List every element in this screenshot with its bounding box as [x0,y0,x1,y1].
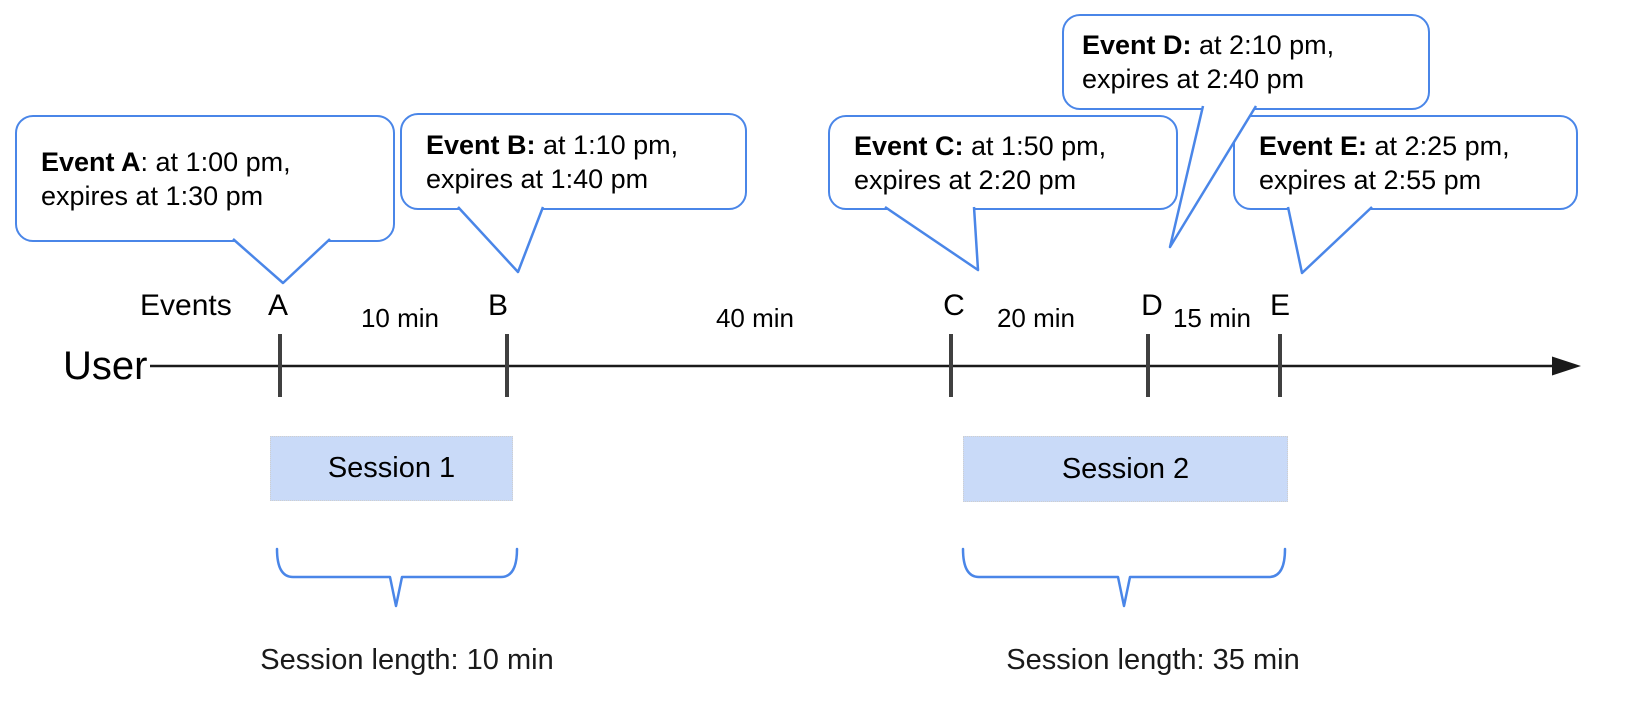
bubble-event-a-line2: expires at 1:30 pm [41,180,264,211]
bubble-event-b-line1: Event B: at 1:10 pm, [426,129,679,160]
bubble-event-c-line1: Event C: at 1:50 pm, [854,130,1107,161]
session-2-label: Session 2 [1061,452,1190,485]
gap-label-de: 15 min [1172,303,1252,333]
brace-session-1 [275,547,519,608]
bubble-event-a-pointer [232,238,331,285]
brace-session-2 [961,547,1287,608]
session-1-label: Session 1 [327,452,456,484]
bubble-event-e-pointer [1286,206,1373,275]
session-2-length-label: Session length: 35 min [1006,644,1300,676]
event-mark-d: D [1141,289,1163,322]
bubble-event-e-name: Event E: [1259,130,1368,161]
bubble-event-b-name: Event B: [426,129,536,160]
bubble-event-a-name: Event A [41,146,141,177]
event-mark-a: A [267,289,289,322]
gap-label-ab: 10 min [360,303,440,333]
bubble-event-b-pointer [457,206,545,274]
event-mark-b: B [487,289,509,322]
events-label: Events [140,289,232,322]
session-1-box: Session 1 [270,436,513,501]
bubble-event-d-line1: Event D: at 2:10 pm, [1082,30,1335,60]
bubble-event-a-line1: Event A: at 1:00 pm, [41,146,291,177]
bubble-event-e-line2: expires at 2:55 pm [1259,164,1482,195]
timeline-arrowhead [1552,356,1581,376]
bubble-event-c-pointer [884,205,980,272]
bubble-event-c: Event C: at 1:50 pm, expires at 2:20 pm [828,115,1178,210]
bubble-event-e: Event E: at 2:25 pm, expires at 2:55 pm [1233,115,1578,210]
gap-label-bc: 40 min [715,303,795,333]
bubble-event-c-name: Event C: [854,130,964,161]
bubble-event-d: Event D: at 2:10 pm, expires at 2:40 pm [1062,14,1430,110]
bubble-event-a: Event A: at 1:00 pm, expires at 1:30 pm [15,115,395,242]
event-mark-c: C [943,289,965,322]
bubble-event-e-line1: Event E: at 2:25 pm, [1259,130,1510,161]
bubble-event-b: Event B: at 1:10 pm, expires at 1:40 pm [400,113,747,210]
event-mark-e: E [1269,289,1291,322]
bubble-event-d-line2: expires at 2:40 pm [1082,64,1305,94]
bubble-event-d-name: Event D: [1082,30,1192,60]
session-1-length-label: Session length: 10 min [260,644,554,676]
bubble-event-c-line2: expires at 2:20 pm [854,164,1077,195]
gap-label-cd: 20 min [996,303,1076,333]
session-2-box: Session 2 [963,436,1288,502]
bubble-event-b-line2: expires at 1:40 pm [426,163,649,194]
user-label: User [63,344,148,388]
